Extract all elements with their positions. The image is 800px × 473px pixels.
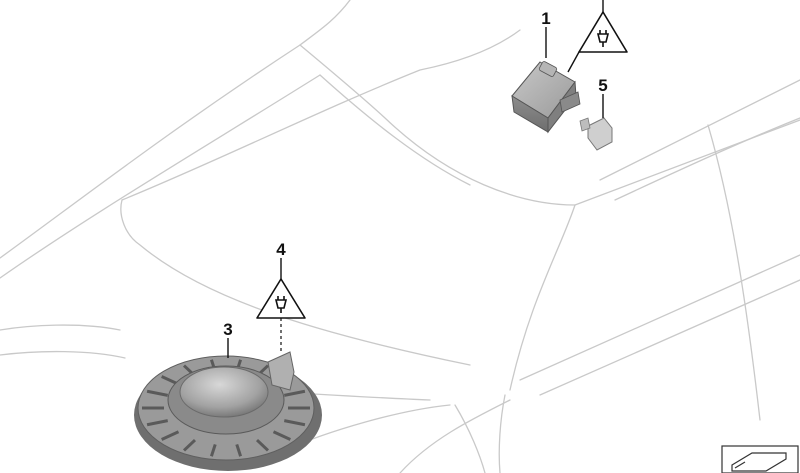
connector-part [579, 117, 613, 151]
warning-plug-icon [256, 278, 306, 319]
speaker-rib [146, 389, 169, 397]
callout-2: 2 [598, 0, 607, 2]
speaker-rib [283, 389, 306, 397]
leader-lines [227, 0, 604, 358]
speaker-rib [235, 443, 243, 457]
speaker-rib [209, 443, 217, 457]
speaker-rib [161, 430, 180, 441]
control-module-part [511, 61, 581, 134]
callout-5: 5 [598, 76, 607, 95]
speaker-rib [272, 430, 291, 441]
callout-4: 4 [276, 240, 286, 259]
speaker-rib [146, 419, 169, 427]
speaker-rib [255, 438, 270, 452]
diagram-symbol-icon [721, 445, 799, 473]
callout-3: 3 [223, 320, 232, 339]
speaker-rib [182, 438, 197, 452]
speaker-rib [283, 419, 306, 427]
callout-1: 1 [541, 9, 550, 28]
warning-plug-icon [578, 11, 628, 53]
speaker-part [134, 351, 322, 471]
